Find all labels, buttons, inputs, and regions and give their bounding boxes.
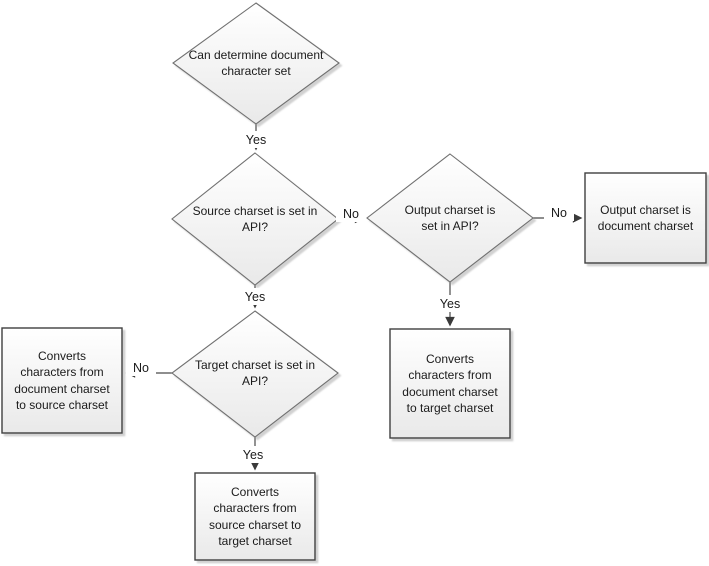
node-label-source-charset-set: Source charset is set in API?	[192, 203, 318, 234]
decision-output-charset-set	[366, 153, 534, 283]
node-label-output-charset-set: Output charset is set in API?	[404, 202, 496, 233]
process-convert-document-to-source	[1, 327, 123, 434]
process-output-is-document-charset	[584, 172, 707, 264]
decision-source-charset-set	[171, 152, 339, 286]
edge-label-yes-output-to-convert: Yes	[432, 295, 468, 312]
edge-label-yes-source-to-target: Yes	[237, 288, 273, 305]
edge-label-no-source-to-output: No	[336, 205, 366, 222]
process-convert-document-to-target	[389, 328, 511, 439]
decision-target-charset-set	[171, 310, 339, 438]
node-label-output-is-document-charset: Output charset is document charset	[597, 202, 694, 233]
edge-label-no-target-to-doc-source: No	[126, 359, 156, 376]
edge-label-yes-target-to-src-target: Yes	[235, 446, 271, 463]
process-convert-source-to-target	[194, 472, 316, 561]
node-label-target-charset-set: Target charset is set in API?	[194, 357, 316, 388]
node-label-convert-document-to-source: Converts characters from document charse…	[14, 349, 110, 412]
edge-label-yes-can-to-source: Yes	[238, 131, 274, 148]
edge-label-no-output-to-document: No	[544, 204, 574, 221]
node-label-can-determine-charset: Can determine document character set	[188, 47, 324, 78]
node-label-convert-document-to-target: Converts characters from document charse…	[402, 352, 498, 415]
node-label-convert-source-to-target: Converts characters from source charset …	[208, 485, 302, 548]
decision-can-determine-charset	[172, 2, 340, 125]
